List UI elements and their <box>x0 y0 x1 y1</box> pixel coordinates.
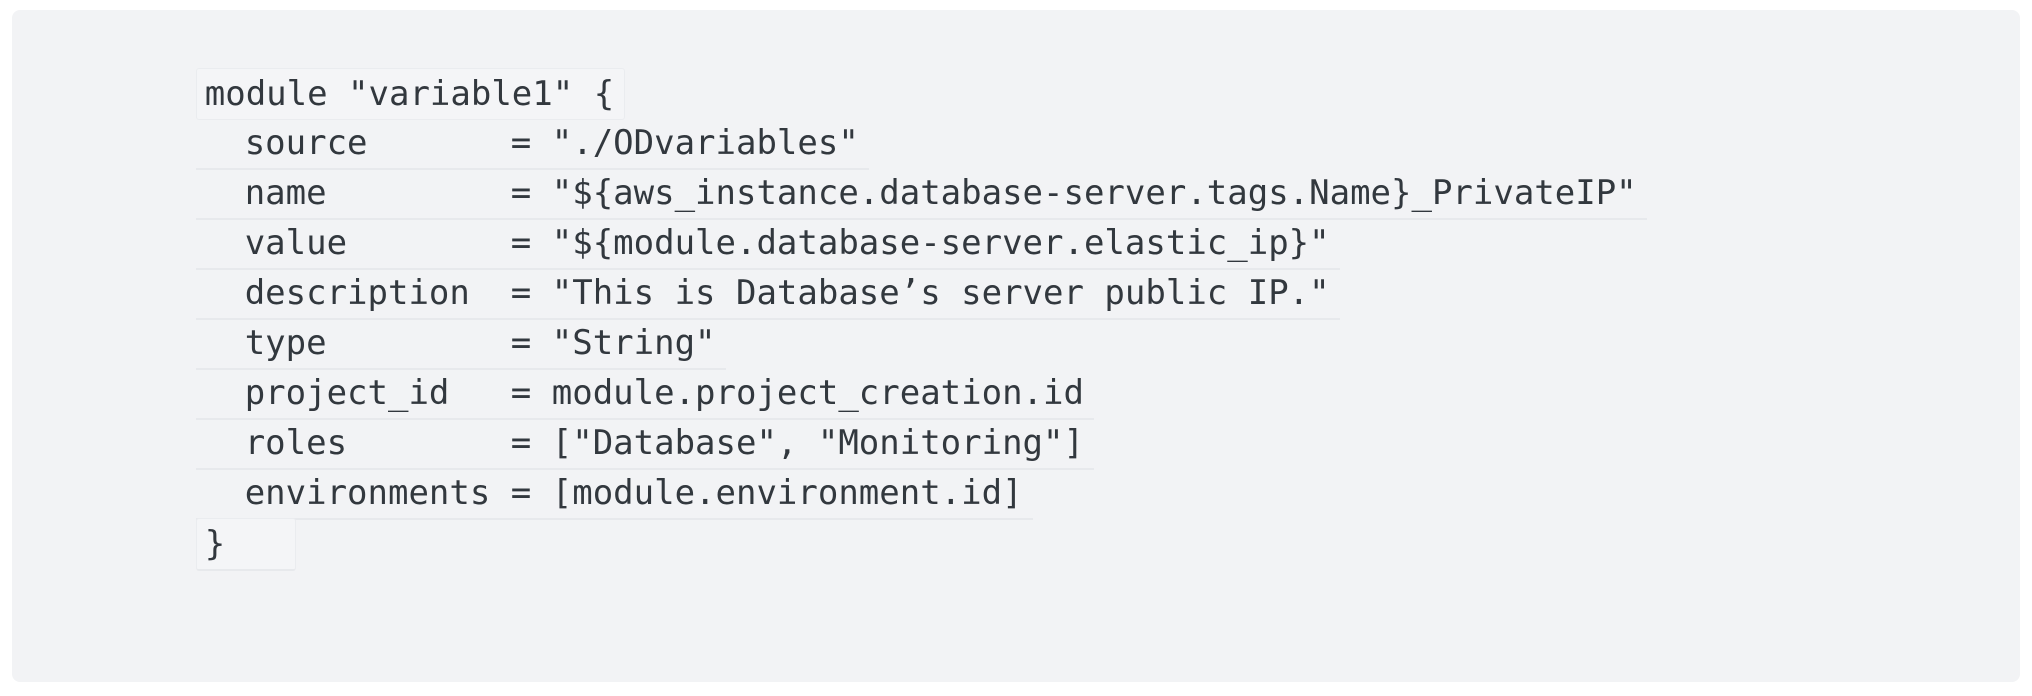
code-line-text: name = "${aws_instance.database-server.t… <box>195 168 1647 220</box>
code-line-text: value = "${module.database-server.elasti… <box>195 218 1340 270</box>
code-line-name[interactable]: name = "${aws_instance.database-server.t… <box>32 118 2020 220</box>
code-line-text: description = "This is Database’s server… <box>195 268 1340 320</box>
code-line-module-close[interactable]: } <box>32 468 2020 571</box>
code-block-panel: module "variable1" { source = "./ODvaria… <box>12 10 2020 682</box>
code-line-source[interactable]: source = "./ODvariables" <box>32 68 2020 170</box>
code-line-text: module "variable1" { <box>195 68 626 120</box>
code-line-text: roles = ["Database", "Monitoring"] <box>195 418 1094 470</box>
code-line-text: source = "./ODvariables" <box>195 118 869 170</box>
code-line-text: } <box>195 518 297 571</box>
code-line-text: environments = [module.environment.id] <box>195 468 1033 520</box>
code-line-roles[interactable]: roles = ["Database", "Monitoring"] <box>32 368 2020 470</box>
code-lines: module "variable1" { source = "./ODvaria… <box>12 18 2020 571</box>
code-line-module-open[interactable]: module "variable1" { <box>32 18 2020 120</box>
code-line-text: type = "String" <box>195 318 726 370</box>
code-line-project-id[interactable]: project_id = module.project_creation.id <box>32 318 2020 420</box>
code-line-value[interactable]: value = "${module.database-server.elasti… <box>32 168 2020 270</box>
code-line-text: project_id = module.project_creation.id <box>195 368 1094 420</box>
code-line-description[interactable]: description = "This is Database’s server… <box>32 218 2020 320</box>
code-line-type[interactable]: type = "String" <box>32 268 2020 370</box>
code-line-environments[interactable]: environments = [module.environment.id] <box>32 418 2020 520</box>
